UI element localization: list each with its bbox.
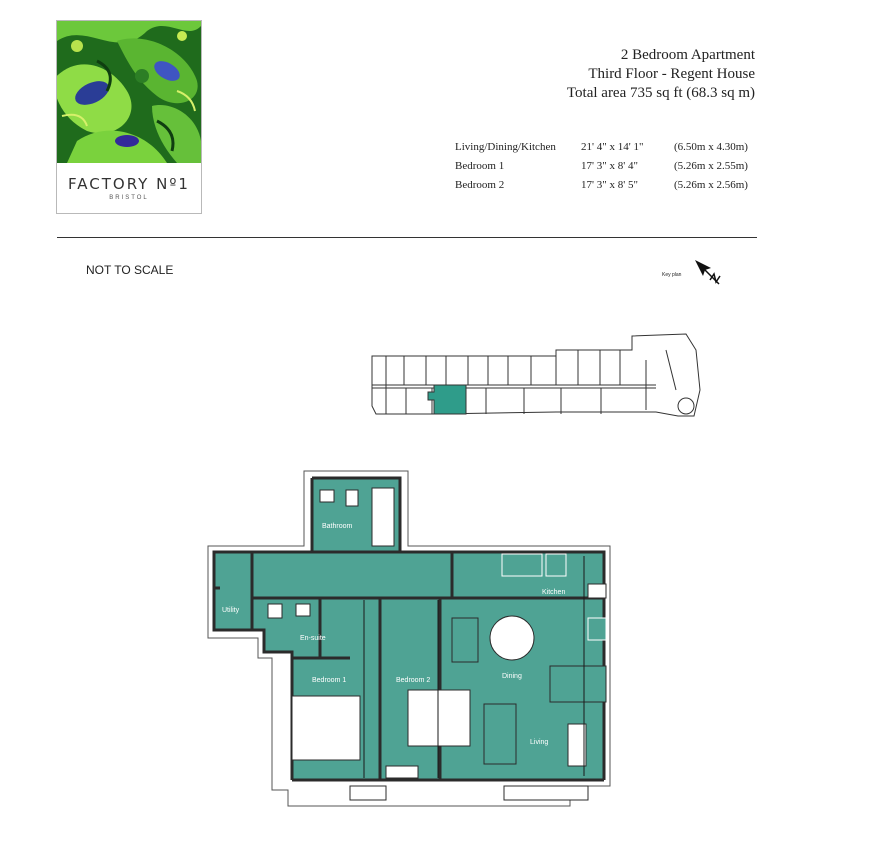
dimension-room: Living/Dining/Kitchen [455, 141, 556, 153]
apartment-total-area: Total area 735 sq ft (68.3 sq m) [566, 85, 755, 101]
room-label-bedroom2: Bedroom 2 [396, 677, 430, 684]
logo-artwork [57, 21, 201, 163]
apartment-floor: Third Floor - Regent House [588, 66, 755, 82]
highlighted-apartment [427, 384, 467, 415]
brand-location: BRISTOL [109, 195, 149, 201]
dimension-imperial: 21' 4" x 14' 1" [581, 141, 644, 153]
key-plan-diagram [356, 330, 706, 425]
room-label-ensuite: En-suite [300, 635, 326, 642]
brand-name: FACTORY Nº1 [68, 175, 190, 193]
room-label-dining: Dining [502, 673, 522, 680]
room-label-living: Living [530, 739, 548, 746]
room-label-utility: Utility [222, 607, 240, 614]
dimension-metric: (5.26m x 2.55m) [674, 160, 748, 172]
brand-logo: FACTORY Nº1 BRISTOL [56, 20, 202, 214]
dimension-imperial: 17' 3" x 8' 5" [581, 179, 638, 191]
apartment-header: 2 Bedroom Apartment Third Floor - Regent… [567, 46, 755, 103]
header-divider [57, 237, 757, 238]
dimension-room: Bedroom 1 [455, 160, 505, 172]
room-label-kitchen: Kitchen [542, 589, 565, 596]
key-plan-label: Key plan [662, 272, 682, 278]
dimension-room: Bedroom 2 [455, 179, 505, 191]
dimension-metric: (5.26m x 2.56m) [674, 179, 748, 191]
floor-plan: Bathroom Utility En-suite Kitchen Dining… [200, 468, 620, 823]
scale-note: NOT TO SCALE [86, 263, 174, 277]
dimension-metric: (6.50m x 4.30m) [674, 141, 748, 153]
apartment-type: 2 Bedroom Apartment [620, 47, 755, 63]
dimension-imperial: 17' 3" x 8' 4" [581, 160, 638, 172]
room-label-bedroom1: Bedroom 1 [312, 677, 346, 684]
room-label-bathroom: Bathroom [322, 523, 353, 530]
north-arrow-icon [693, 258, 725, 295]
